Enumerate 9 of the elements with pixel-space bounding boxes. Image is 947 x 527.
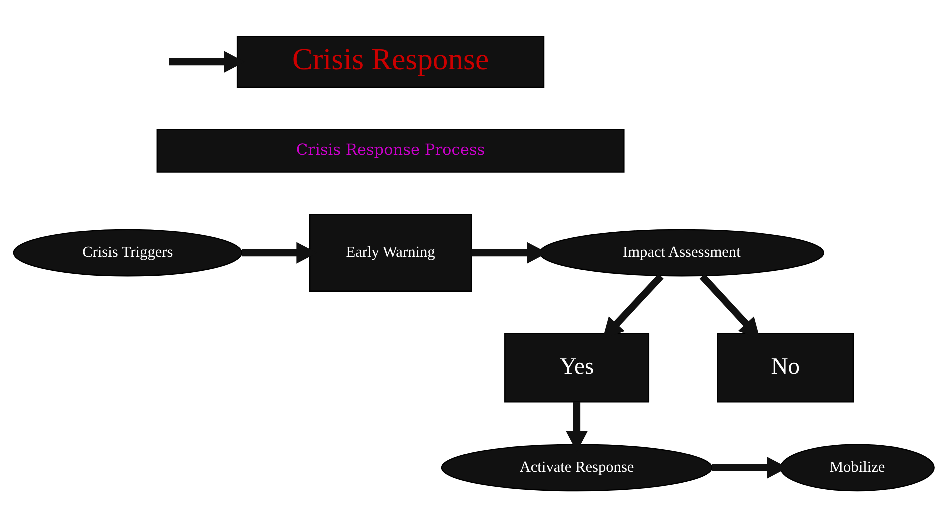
node-ellipse: Impact Assessment — [538, 228, 824, 276]
node-box: Crisis Response — [236, 36, 544, 88]
node-ellipse: Crisis Triggers — [12, 228, 242, 276]
node-box: Early Warning — [308, 214, 472, 292]
node-ellipse: Activate Response — [440, 444, 712, 492]
node-box: Yes — [504, 332, 650, 402]
node-ellipse: Mobilize — [780, 444, 934, 492]
node-box: Crisis Response Process — [156, 128, 624, 172]
node-box: No — [716, 332, 854, 402]
